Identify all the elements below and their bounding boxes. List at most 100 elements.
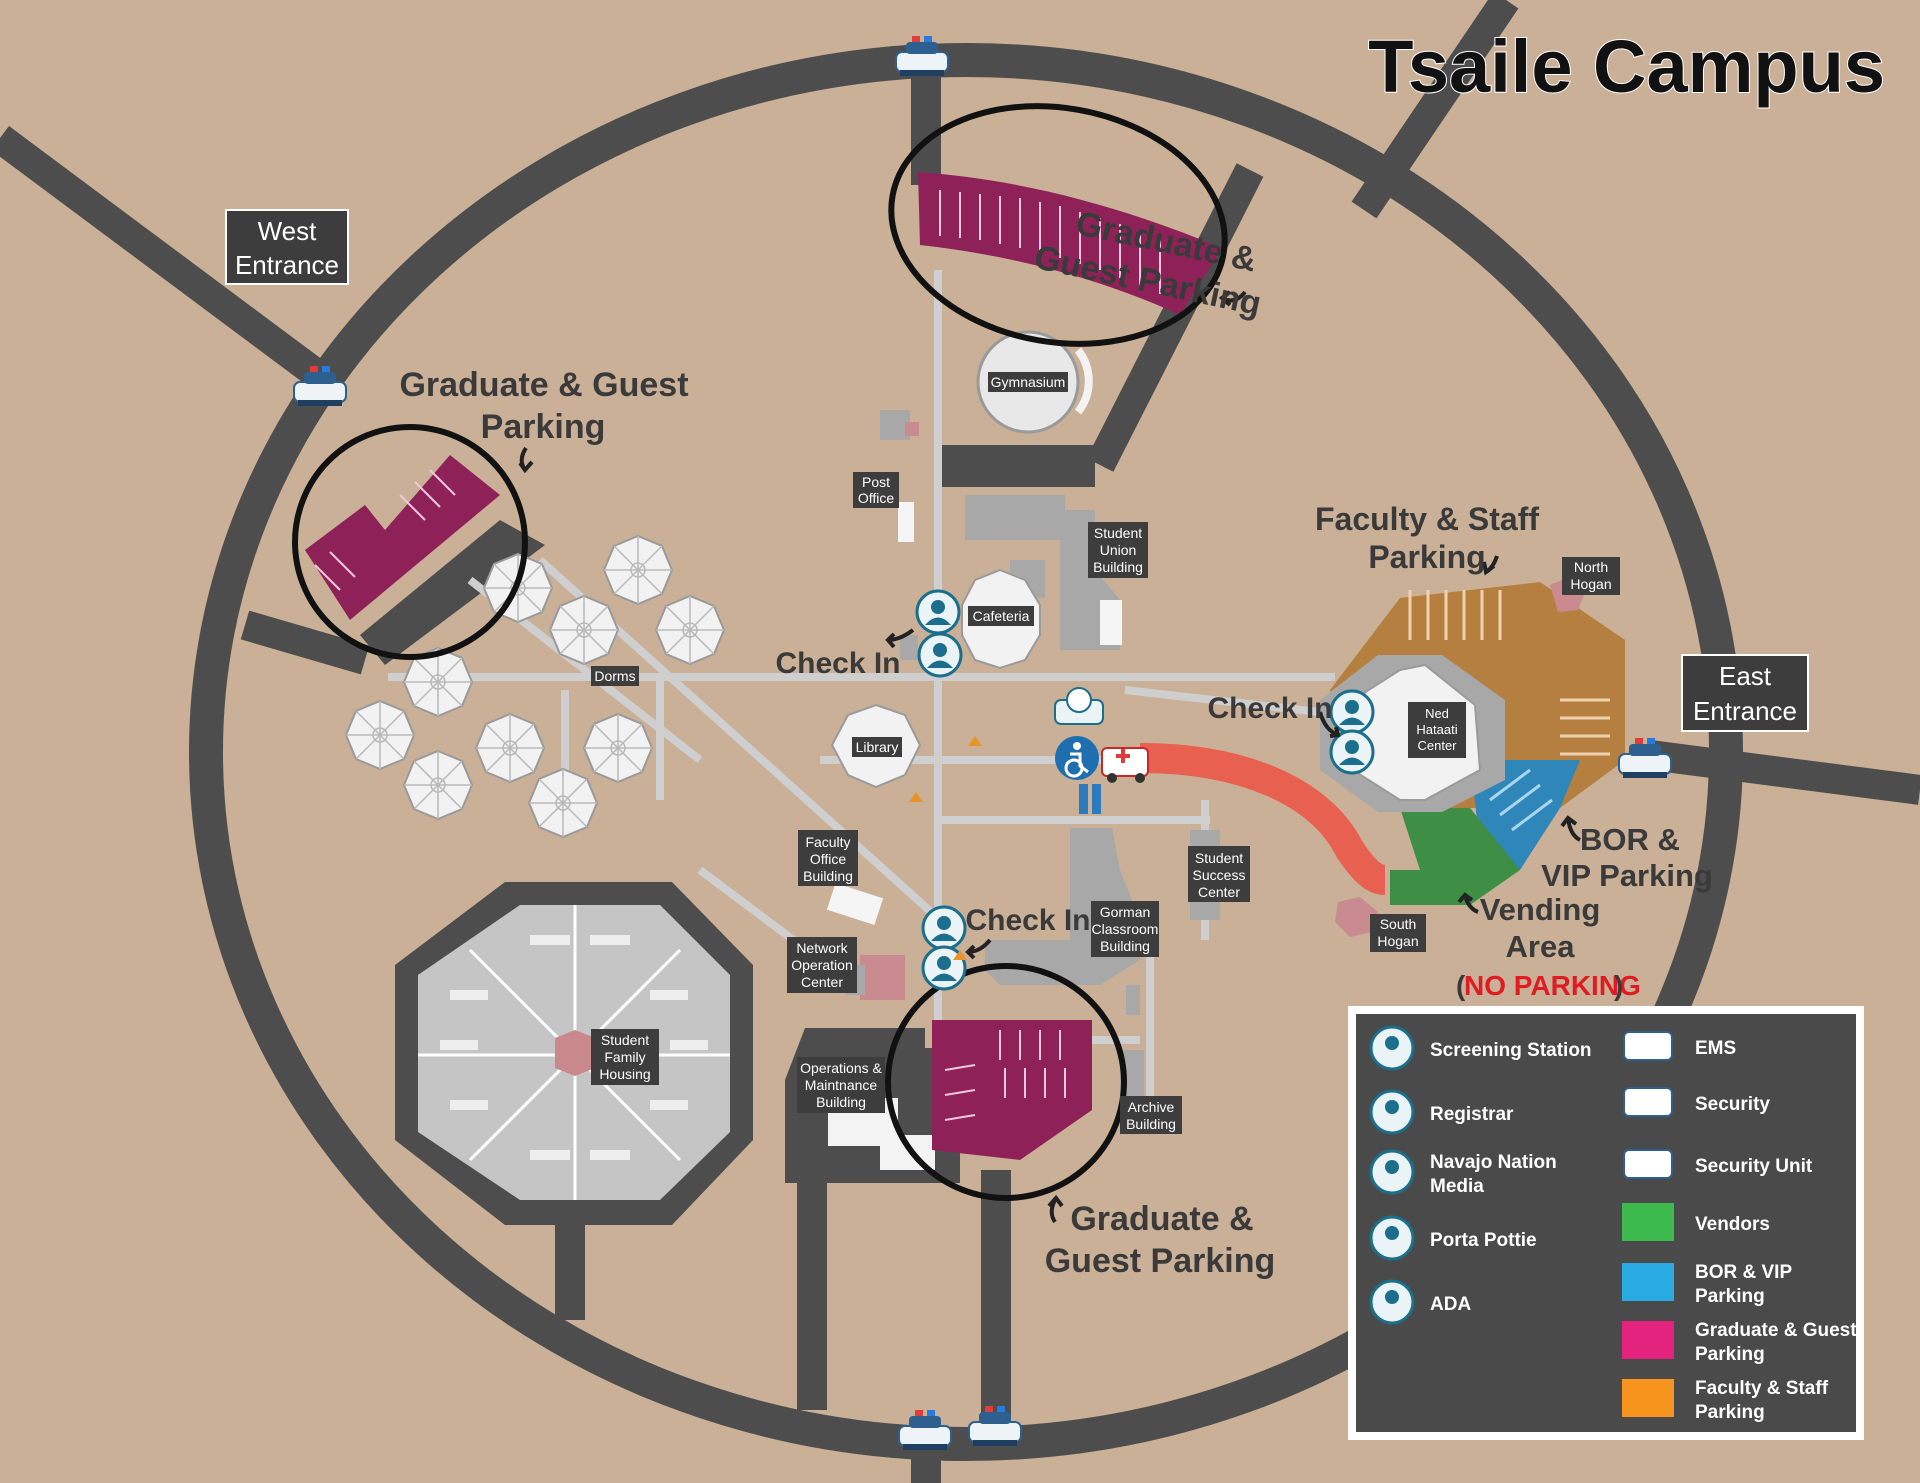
legend-swatch: [1622, 1263, 1674, 1301]
svg-text:Maintnance: Maintnance: [805, 1077, 878, 1093]
porta-pottie-icon: [1079, 784, 1101, 814]
west-guest-parking: [305, 455, 500, 620]
legend-label: Vendors: [1695, 1214, 1770, 1235]
legend-item: Security: [1623, 1087, 1770, 1117]
legend-item: Security Unit: [1623, 1149, 1813, 1179]
svg-text:Network: Network: [796, 940, 848, 956]
svg-text:Office: Office: [858, 490, 895, 506]
legend-item: ADA: [1369, 1279, 1471, 1325]
arrow-icons: [518, 290, 1582, 1224]
check-in-label-cafeteria: Check In: [775, 647, 900, 680]
svg-text:Building: Building: [803, 868, 853, 884]
svg-text:West: West: [258, 216, 318, 246]
legend-item: Screening Station: [1369, 1025, 1592, 1071]
legend-swatch: [1622, 1379, 1674, 1417]
legend-label: Parking: [1695, 1344, 1765, 1365]
gorman-label: Gorman Classroom Building: [1091, 901, 1159, 957]
svg-text:Parking: Parking: [1368, 539, 1485, 575]
ems-icon: [1101, 747, 1149, 783]
dorms-label: Dorms: [591, 666, 639, 686]
svg-text:Operations &: Operations &: [800, 1060, 882, 1076]
ned-hatathli-label: Ned Hataati Center: [1408, 702, 1466, 758]
svg-text:Housing: Housing: [599, 1066, 650, 1082]
legend-label: Parking: [1695, 1402, 1765, 1423]
svg-text:Hogan: Hogan: [1377, 933, 1418, 949]
screening-station-icon: [1369, 1025, 1415, 1071]
svg-text:Faculty: Faculty: [805, 834, 850, 850]
student-family-housing-area: [395, 882, 753, 1225]
svg-text:Family: Family: [604, 1049, 645, 1065]
check-in-label-gorman: Check In: [965, 904, 1090, 937]
legend-label: BOR & VIP: [1695, 1262, 1792, 1283]
svg-text:Hogan: Hogan: [1570, 576, 1611, 592]
svg-text:Cafeteria: Cafeteria: [973, 608, 1030, 624]
ems-route: [1139, 743, 1386, 895]
student-family-housing-label: Student Family Housing: [591, 1029, 659, 1085]
legend-label: Media: [1430, 1176, 1484, 1197]
student-union-label: Student Union Building: [1088, 522, 1148, 578]
svg-text:Office: Office: [810, 851, 847, 867]
library-label: Library: [852, 737, 902, 757]
security-unit-icon: [1623, 1149, 1673, 1179]
legend-item: BOR & VIP Parking: [1622, 1262, 1792, 1307]
svg-text:East: East: [1719, 661, 1772, 691]
check-in-label-ned-hatathli: Check In: [1207, 692, 1332, 725]
east-entrance-label: East Entrance: [1681, 654, 1809, 732]
svg-text:Center: Center: [801, 974, 843, 990]
svg-text:Entrance: Entrance: [235, 250, 339, 280]
svg-text:Operation: Operation: [791, 957, 852, 973]
svg-text:North: North: [1574, 559, 1608, 575]
svg-text:VIP Parking: VIP Parking: [1541, 858, 1713, 893]
svg-text:Gorman: Gorman: [1100, 904, 1151, 920]
svg-text:Center: Center: [1417, 738, 1457, 753]
legend-label: Parking: [1695, 1286, 1765, 1307]
ring-road: [189, 43, 1743, 1461]
ems-icon: [1623, 1031, 1673, 1061]
svg-text:Entrance: Entrance: [1693, 696, 1797, 726]
legend-label: Faculty & Staff: [1695, 1378, 1829, 1399]
svg-text:South: South: [1380, 916, 1417, 932]
ada-icon: [1055, 736, 1099, 780]
vending-area-label: Vending Area ( NO PARKING ): [1456, 892, 1641, 1001]
svg-text:Vending: Vending: [1480, 892, 1601, 927]
fire-icon: [909, 736, 982, 960]
legend-label: Security: [1695, 1094, 1770, 1115]
cafeteria-label: Cafeteria: [968, 606, 1034, 626]
legend-label: Security Unit: [1695, 1156, 1813, 1177]
registrar-icon: [1369, 1089, 1415, 1135]
svg-text:Post: Post: [862, 474, 890, 490]
svg-text:Area: Area: [1506, 929, 1576, 964]
legend-label: Navajo Nation: [1430, 1152, 1557, 1173]
west-entrance-label: West Entrance: [225, 209, 349, 285]
network-operation-label: Network Operation Center: [787, 937, 857, 993]
map-title: Tsaile Campus: [1368, 25, 1885, 108]
svg-text:Guest Parking: Guest Parking: [1045, 1242, 1276, 1280]
legend-label: Screening Station: [1430, 1040, 1592, 1061]
svg-text:Graduate & Guest: Graduate & Guest: [399, 366, 688, 404]
svg-text:Hataati: Hataati: [1416, 722, 1457, 737]
student-success-label: Student Success Center: [1188, 846, 1250, 902]
west-guest-parking-label: Graduate & Guest Parking: [399, 366, 688, 446]
registrar-icon: [917, 632, 963, 678]
svg-text:Union: Union: [1100, 542, 1137, 558]
north-hogan-label: North Hogan: [1562, 557, 1620, 595]
svg-text:Center: Center: [1198, 884, 1240, 900]
legend-label: EMS: [1695, 1038, 1736, 1059]
security-icon: [1623, 1087, 1673, 1117]
legend-label: Registrar: [1430, 1104, 1514, 1125]
legend-item: Vendors: [1622, 1203, 1770, 1241]
parking-highlight-rings: [292, 103, 1228, 1201]
legend-swatch: [1622, 1203, 1674, 1241]
legend-label: Graduate & Guest: [1695, 1320, 1857, 1341]
svg-text:Classroom: Classroom: [1092, 921, 1159, 937]
svg-text:Ned: Ned: [1425, 706, 1449, 721]
svg-text:Graduate &: Graduate &: [1070, 1200, 1253, 1238]
svg-text:Student: Student: [601, 1032, 649, 1048]
porta-pottie-icon: [1369, 1215, 1415, 1261]
registrar-icon: [921, 905, 967, 951]
